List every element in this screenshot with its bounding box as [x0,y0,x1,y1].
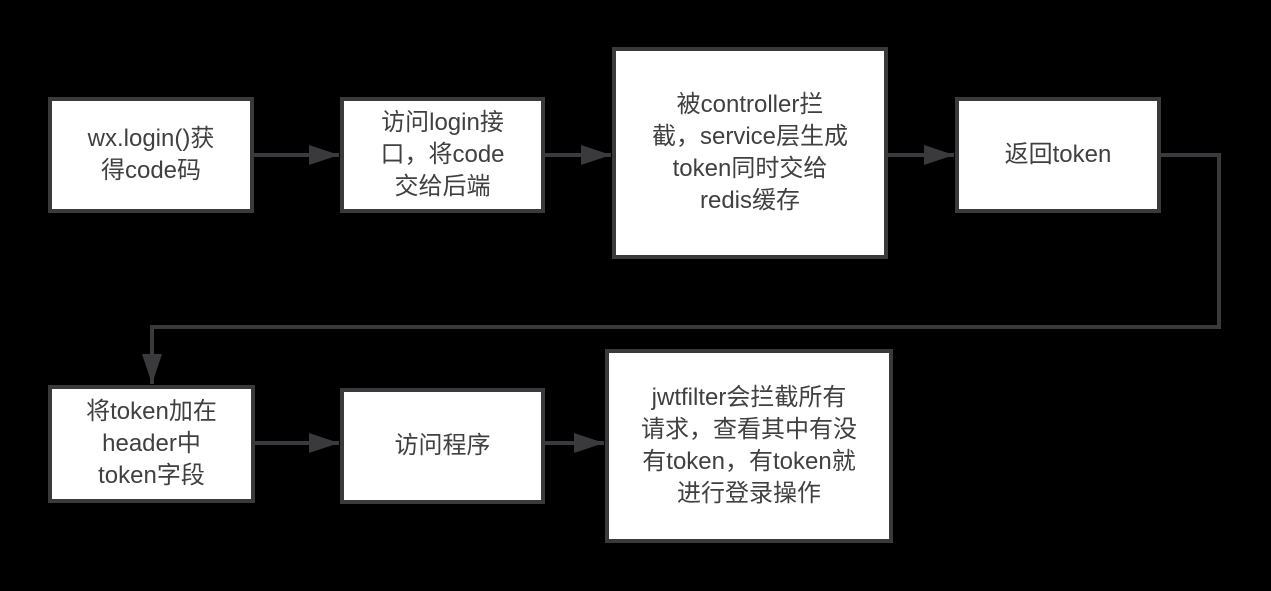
flow-node-token-in-header: 将token加在 header中 token字段 [48,385,255,503]
flow-node-jwtfilter-intercept: jwtfilter会拦截所有 请求，查看其中有没 有token，有token就 … [605,349,893,543]
flow-node-access-program: 访问程序 [340,388,545,504]
flow-node-return-token: 返回token [955,97,1161,213]
flow-node-call-login-api: 访问login接 口，将code 交给后端 [340,97,545,213]
flow-node-wx-login-get-code: wx.login()获 得code码 [48,97,254,213]
flow-node-controller-service-token-redis: 被controller拦 截，service层生成 token同时交给 redi… [612,47,888,259]
